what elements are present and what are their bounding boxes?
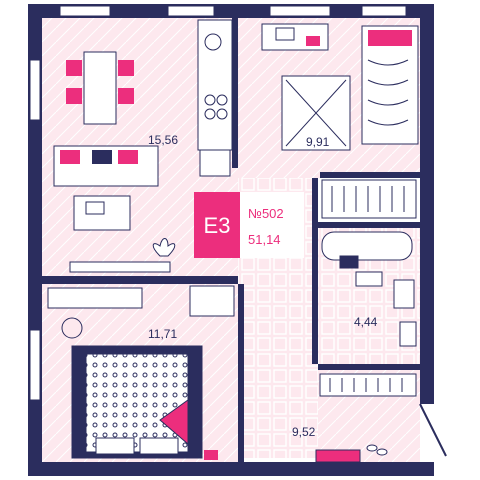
bedding-pattern: [367, 59, 409, 126]
cushion: [92, 150, 112, 164]
laptop-icon: [85, 201, 105, 215]
corridor-wardrobe: [321, 179, 417, 219]
bedroom-top-furniture: [261, 23, 419, 151]
dining-set: [66, 51, 134, 125]
room-labels: 15,56 9,91 11,71 4,44 9,52: [148, 133, 378, 439]
chair: [66, 88, 82, 104]
washbasin: [393, 279, 415, 309]
pillow: [139, 437, 179, 455]
wall-living-bedroom: [42, 276, 238, 284]
stove-burner-icon: [204, 108, 216, 120]
pillow: [368, 30, 412, 46]
room-area-bathroom: 4,44: [354, 315, 378, 329]
wall-bath-left: [312, 178, 318, 364]
dining-table: [83, 51, 117, 125]
wall-right: [420, 4, 434, 404]
bathroom-fixtures: [321, 231, 417, 347]
bedroom-bottom-furniture: [47, 285, 235, 460]
kitchen: [197, 19, 233, 177]
room-area-bedroom-top: 9,91: [306, 135, 330, 149]
room-area-living: 15,56: [148, 133, 178, 147]
sink-icon: [204, 33, 222, 51]
wall-bottom: [28, 462, 434, 476]
cushion: [60, 150, 80, 164]
tv-console: [69, 261, 171, 273]
bench: [315, 449, 361, 463]
window-6: [29, 329, 41, 401]
rug-pink: [204, 450, 218, 460]
toilet: [399, 321, 417, 347]
living-set: [53, 145, 171, 273]
door-swing: [419, 403, 447, 457]
window-2: [167, 5, 215, 17]
bathtub: [321, 231, 413, 261]
fridge: [199, 149, 231, 177]
room-area-bedroom-bottom: 11,71: [148, 327, 177, 341]
room-area-hallway: 9,52: [292, 425, 316, 439]
rug-lines: [285, 79, 347, 147]
laptop-icon: [275, 27, 295, 41]
stove-burner-icon: [204, 94, 216, 106]
wall-top-bedroom-bottom: [320, 172, 420, 178]
chair-round: [61, 317, 83, 339]
wardrobe-right: [321, 179, 417, 219]
window-1: [59, 5, 111, 17]
towel: [339, 255, 359, 269]
window-5: [29, 59, 41, 121]
blanket-corner: [159, 399, 189, 446]
plant-icon: [152, 238, 176, 257]
wardrobe-left: [47, 287, 143, 309]
shoes-icon: [366, 444, 388, 456]
chair: [66, 60, 82, 76]
apartment-type: E3: [204, 213, 231, 238]
apartment-total-area: 51,14: [248, 232, 281, 247]
wall-top: [28, 4, 434, 18]
shoe-rack: [319, 373, 417, 397]
window-4: [361, 5, 407, 17]
pillow: [95, 437, 135, 455]
wardrobe-middle: [189, 285, 235, 317]
wall-bedroom-right: [238, 284, 244, 464]
bath-mat: [355, 271, 383, 287]
type-badge: [194, 192, 240, 258]
walls: [28, 4, 434, 476]
stove-burner-icon: [216, 108, 228, 120]
window-3: [269, 5, 331, 17]
chair: [118, 60, 134, 76]
book: [306, 36, 320, 46]
stove-burner-icon: [216, 94, 228, 106]
chair: [118, 88, 134, 104]
hangers: [331, 186, 405, 212]
apartment-info: E3 №502 51,14: [194, 192, 304, 258]
cushion: [118, 150, 138, 164]
windows: [29, 5, 407, 401]
wall-bath-bottom: [318, 364, 420, 370]
wall-bath-top: [318, 222, 420, 228]
apartment-number: №502: [248, 206, 284, 221]
wall-center-vertical-top: [232, 18, 238, 168]
bed-mattress: [85, 353, 189, 453]
hangers: [329, 378, 403, 392]
hallway-furniture: [315, 373, 447, 463]
